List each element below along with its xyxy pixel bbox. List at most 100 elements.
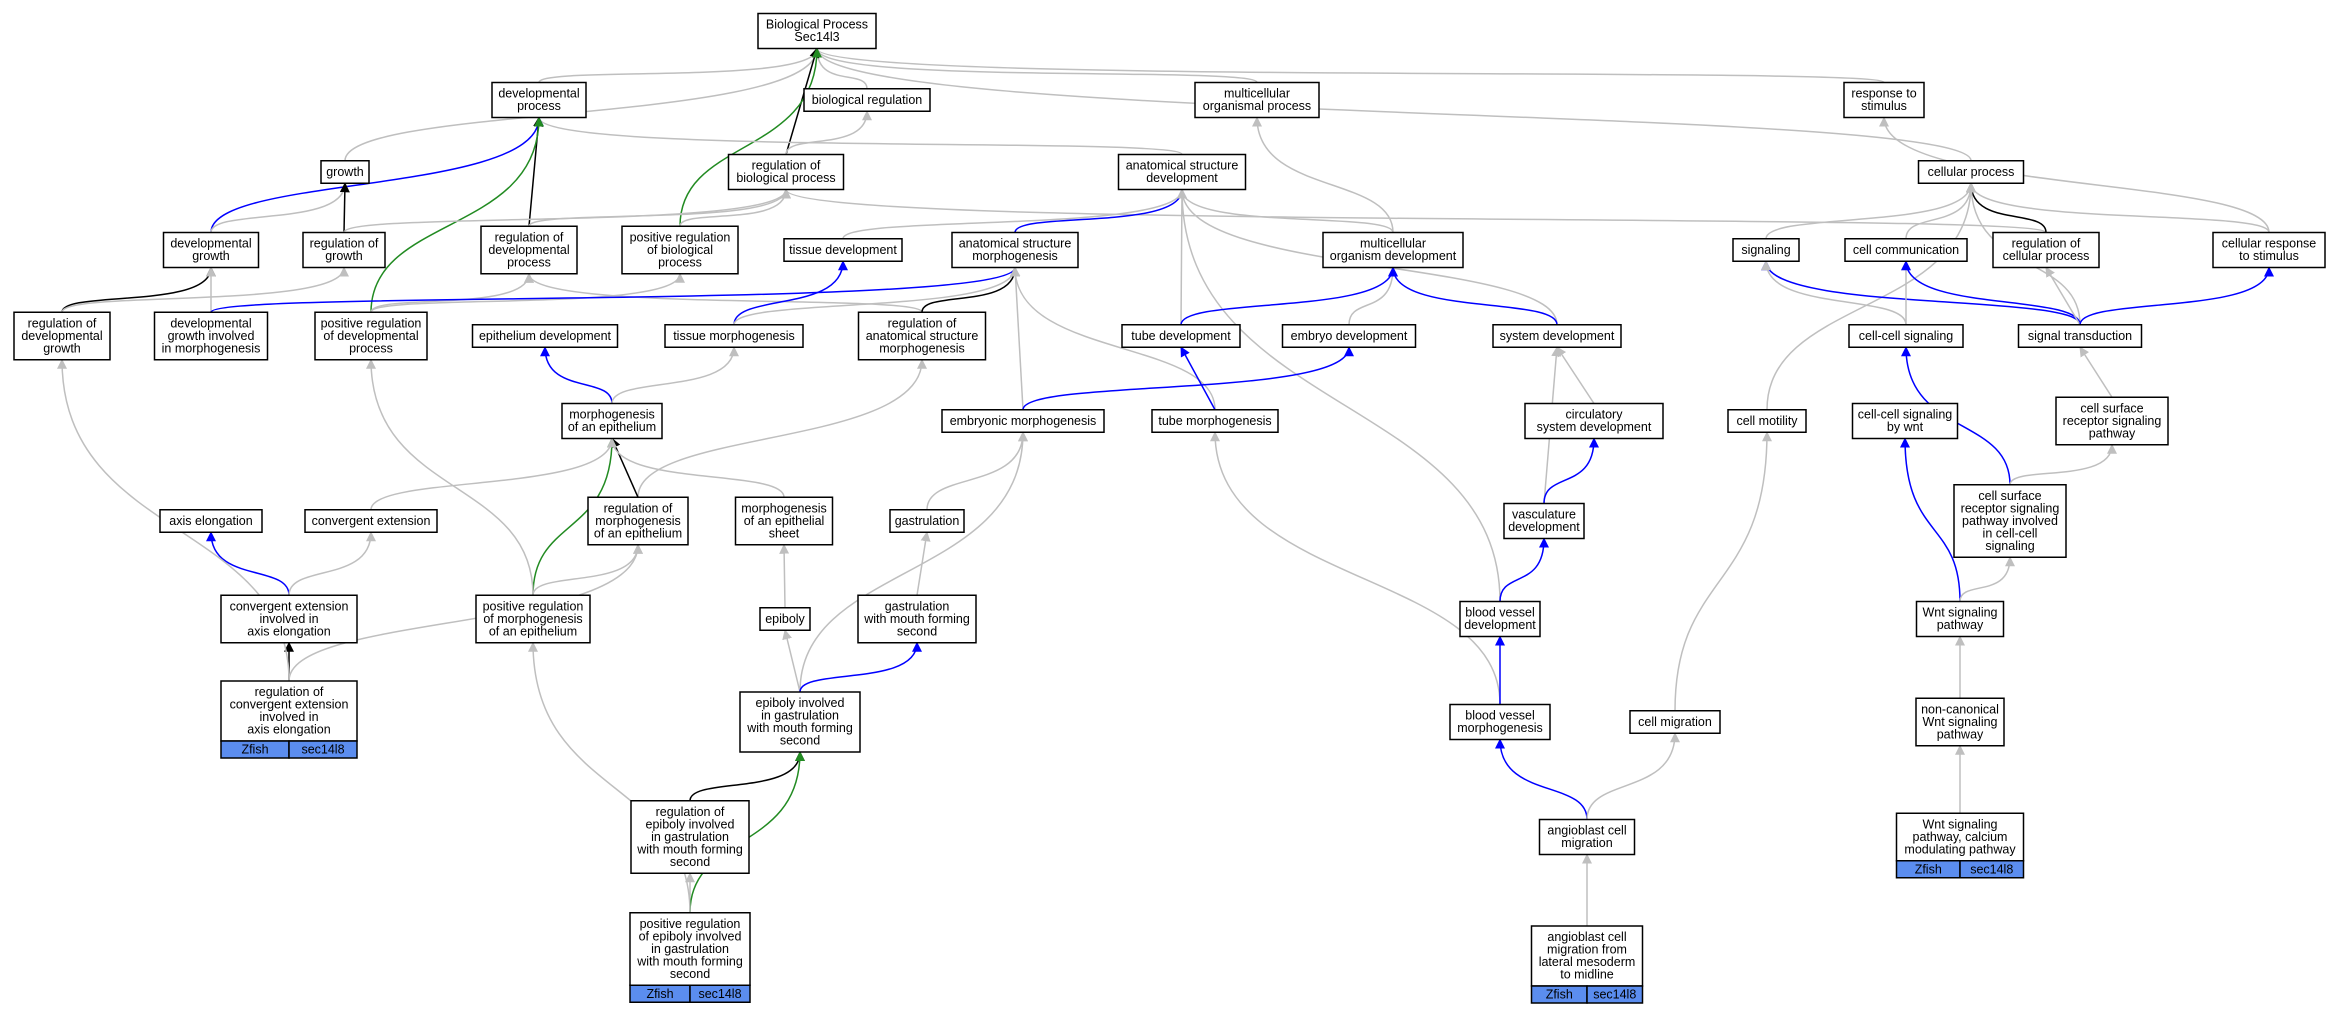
term-label-line: biological process — [736, 171, 835, 185]
go-term-tube-morph[interactable]: tube morphogenesis — [1151, 409, 1279, 433]
go-term-tissue-dev[interactable]: tissue development — [783, 238, 903, 262]
term-label-line: angioblast cell — [1547, 824, 1626, 838]
edge-regulates — [611, 437, 639, 498]
go-term-axis-elong[interactable]: axis elongation — [159, 509, 263, 533]
term-label-line: cell communication — [1853, 243, 1959, 257]
edge-is-a — [1177, 188, 1501, 602]
term-label-line: cellular process — [2003, 249, 2090, 263]
term-label-line: growth — [325, 249, 363, 263]
edge-is-a — [1761, 260, 1907, 325]
term-label-line: of developmental — [323, 329, 418, 343]
go-term-cc-signaling[interactable]: cell-cell signaling — [1848, 324, 1964, 348]
annotation-species[interactable]: Zfish — [241, 743, 268, 757]
term-label-line: Wnt signaling — [1922, 606, 1997, 620]
go-term-bio-reg[interactable]: biological regulation — [803, 88, 931, 112]
term-box — [621, 225, 739, 275]
go-term-epiboly[interactable]: epiboly — [759, 607, 811, 631]
go-term-signaling[interactable]: signaling — [1732, 238, 1800, 262]
term-label-line: process — [517, 99, 561, 113]
term-label-line: signaling — [1741, 243, 1790, 257]
term-box — [153, 311, 269, 361]
go-term-tissue-morph[interactable]: tissue morphogenesis — [664, 324, 804, 348]
edge-part-of — [1180, 346, 1216, 411]
edge-is-a — [534, 116, 1183, 156]
edge-part-of — [1022, 346, 1354, 411]
go-term-cell-migration[interactable]: cell migration — [1629, 710, 1721, 734]
go-term-cell-comm[interactable]: cell communication — [1844, 238, 1968, 262]
edge-is-a — [1252, 116, 1394, 233]
go-term-sys-dev[interactable]: system development — [1492, 324, 1622, 348]
term-label-line: cell migration — [1638, 715, 1712, 729]
annotation-species[interactable]: Zfish — [646, 987, 673, 1001]
annotation-species[interactable]: Zfish — [1546, 988, 1573, 1002]
annotation-gene[interactable]: sec14l8 — [301, 743, 344, 757]
go-term-emb-morph[interactable]: embryonic morphogenesis — [941, 409, 1105, 433]
edge-is-a — [733, 266, 1020, 326]
term-box — [1851, 402, 1959, 440]
term-label-line: receptor signaling — [2063, 414, 2162, 428]
annotation-species[interactable]: Zfish — [1915, 862, 1942, 876]
go-term-growth[interactable]: growth — [320, 160, 370, 184]
term-box — [951, 231, 1079, 269]
edge-is-a — [1556, 346, 1595, 404]
term-label-line: gastrulation — [895, 514, 960, 528]
go-term-sig-trans[interactable]: signal transduction — [2017, 324, 2143, 348]
edge-is-a — [799, 431, 1028, 693]
term-label-line: anatomical structure — [959, 237, 1072, 251]
go-term-gastrulation[interactable]: gastrulation — [889, 509, 965, 533]
annotation-gene[interactable]: sec14l8 — [698, 987, 741, 1001]
go-term-conv-ext[interactable]: convergent extension — [304, 509, 438, 533]
go-term-tube-dev[interactable]: tube development — [1121, 324, 1241, 348]
annotation-gene[interactable]: sec14l8 — [1970, 862, 2013, 876]
term-box — [220, 680, 358, 742]
term-label-line: cell motility — [1736, 414, 1798, 428]
term-label-line: second — [670, 967, 710, 981]
go-term-cell-motility[interactable]: cell motility — [1727, 409, 1807, 433]
go-term-embryo-dev[interactable]: embryo development — [1281, 324, 1417, 348]
go-term-epi-dev[interactable]: epithelium development — [471, 324, 619, 348]
edge-is-a — [812, 47, 1885, 84]
annotation-gene[interactable]: sec14l8 — [1593, 988, 1636, 1002]
go-term-cell-proc[interactable]: cellular process — [1917, 160, 2025, 184]
